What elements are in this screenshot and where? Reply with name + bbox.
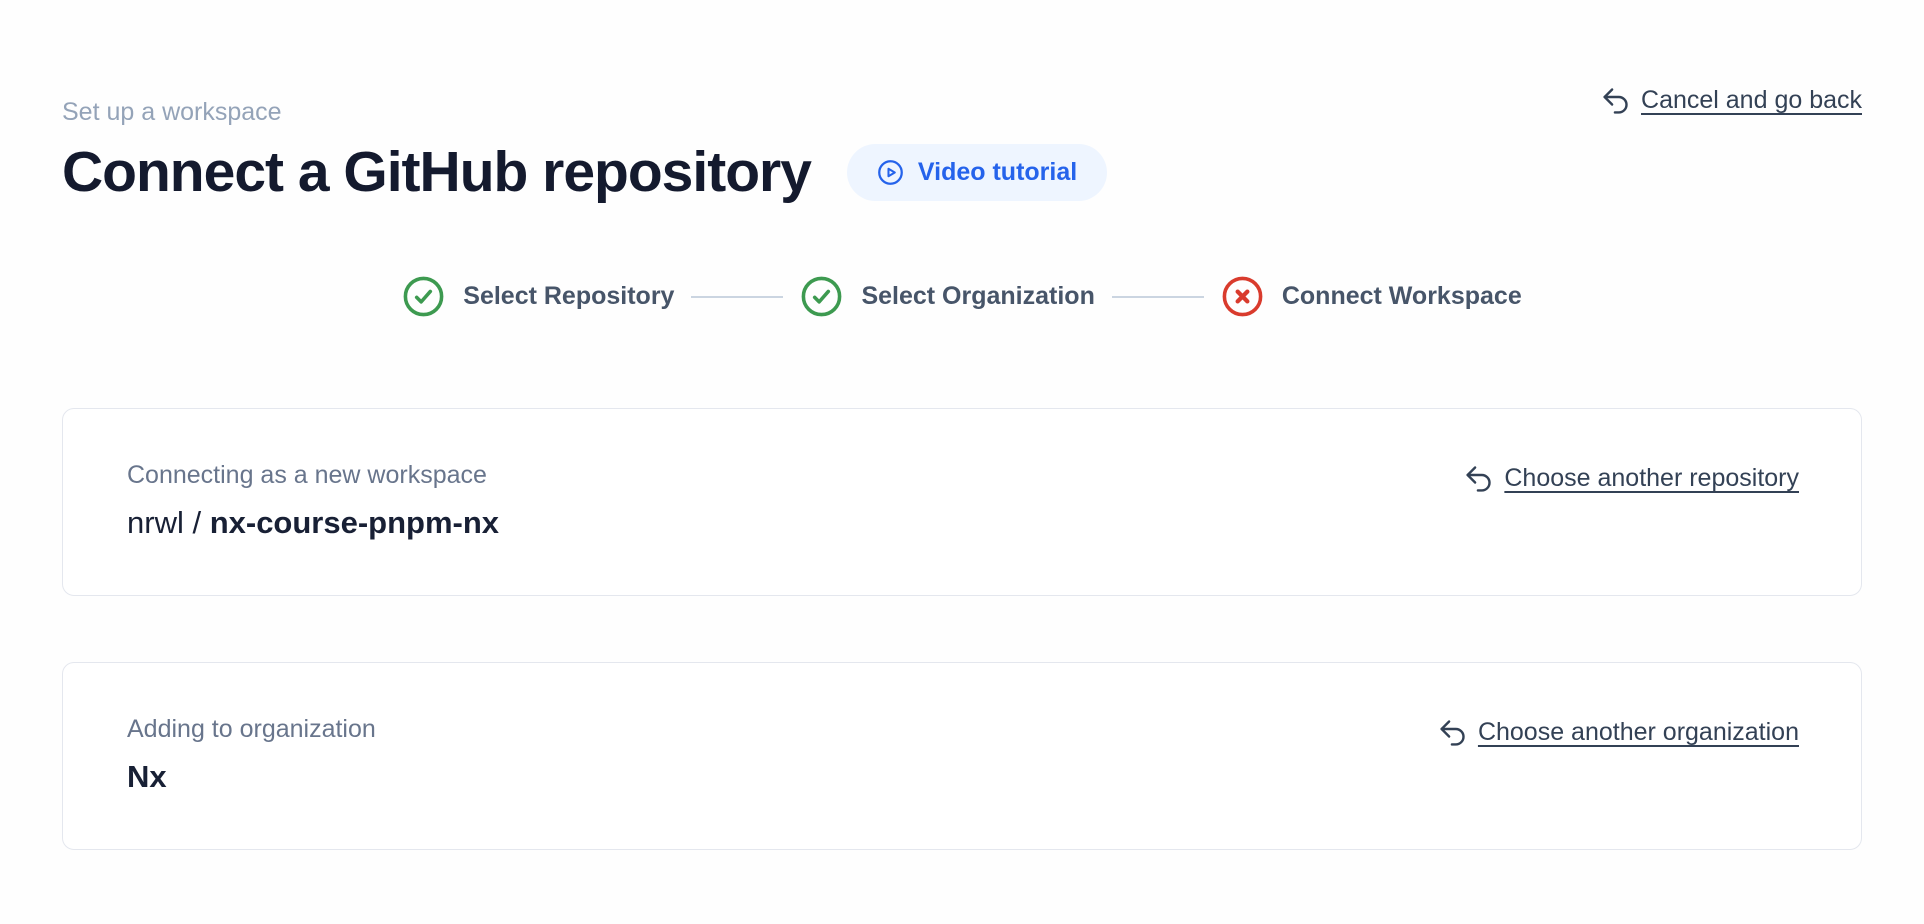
video-tutorial-label: Video tutorial xyxy=(917,157,1078,186)
step-select-organization: Select Organization xyxy=(800,275,1095,318)
choose-another-organization-link[interactable]: Choose another organization xyxy=(1438,718,1799,747)
repository-slug: nx-course-pnpm-nx xyxy=(209,505,500,540)
repository-card-info: Connecting as a new workspace nrwl / nx-… xyxy=(127,461,499,541)
repository-owner: nrwl / xyxy=(127,505,210,540)
check-circle-icon xyxy=(402,275,445,318)
video-tutorial-button[interactable]: Video tutorial xyxy=(846,143,1108,201)
repository-name: nrwl / nx-course-pnpm-nx xyxy=(127,505,499,541)
title-row: Connect a GitHub repository Video tutori… xyxy=(62,139,1862,205)
organization-card-info: Adding to organization Nx xyxy=(127,715,376,795)
undo-arrow-icon xyxy=(1438,718,1467,747)
undo-arrow-icon xyxy=(1464,464,1493,493)
repository-card-label: Connecting as a new workspace xyxy=(127,461,487,489)
stepper-connector xyxy=(691,295,784,298)
setup-stepper: Select Repository Select Organization Co… xyxy=(62,275,1862,318)
x-circle-icon xyxy=(1221,275,1264,318)
step-label: Select Repository xyxy=(463,282,675,310)
repository-card: Connecting as a new workspace nrwl / nx-… xyxy=(62,408,1862,596)
step-label: Connect Workspace xyxy=(1281,282,1522,310)
page-title: Connect a GitHub repository xyxy=(62,140,812,204)
choose-another-organization-label: Choose another organization xyxy=(1477,718,1799,746)
step-label: Select Organization xyxy=(861,282,1095,310)
step-connect-workspace: Connect Workspace xyxy=(1221,275,1522,318)
breadcrumb-eyebrow: Set up a workspace xyxy=(62,98,282,126)
check-circle-icon xyxy=(800,275,843,318)
organization-value: Nx xyxy=(127,759,167,794)
organization-card: Adding to organization Nx Choose another… xyxy=(62,662,1862,850)
undo-arrow-icon xyxy=(1601,86,1630,115)
organization-card-label: Adding to organization xyxy=(127,715,376,743)
choose-another-repository-link[interactable]: Choose another repository xyxy=(1464,464,1799,493)
stepper-connector xyxy=(1111,295,1204,298)
choose-another-repository-label: Choose another repository xyxy=(1504,464,1799,492)
cancel-link-label: Cancel and go back xyxy=(1641,86,1862,114)
cancel-and-go-back-link[interactable]: Cancel and go back xyxy=(1601,86,1862,115)
play-circle-icon xyxy=(877,159,904,186)
step-select-repository: Select Repository xyxy=(402,275,674,318)
organization-name: Nx xyxy=(127,759,376,795)
